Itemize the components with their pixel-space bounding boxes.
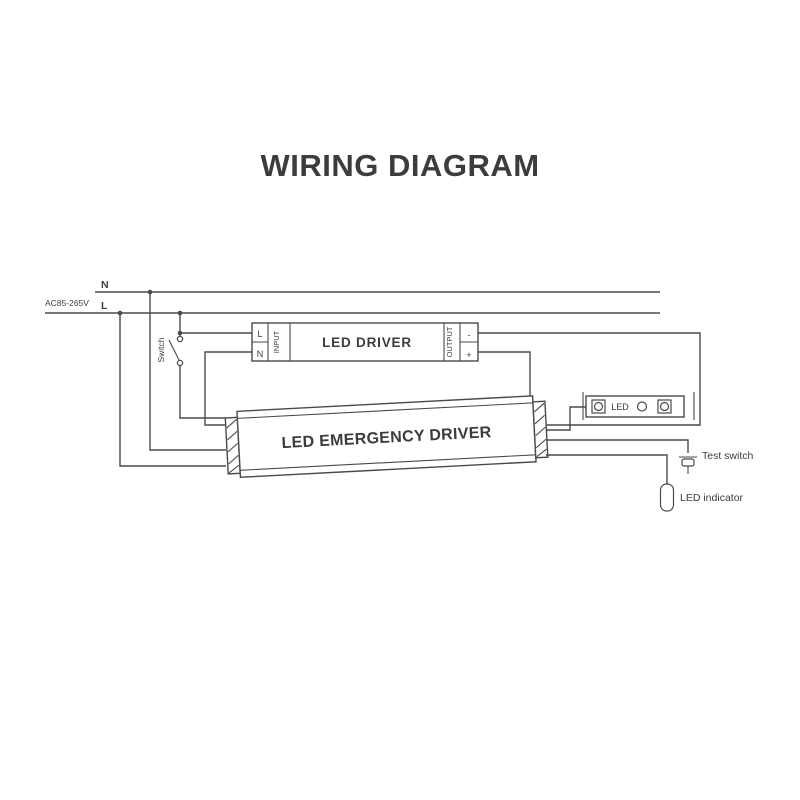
switch-branch-wire [179,313,226,419]
led-lens-icon [659,401,670,412]
output-terminal-neg: - [468,330,471,340]
switch-label: Switch [156,337,166,362]
test-switch-body [681,458,695,467]
right-cap-hatch [534,402,547,458]
live-rail-label: L [101,300,108,312]
input-label: INPUT [272,330,281,353]
input-terminal-l: L [257,329,262,339]
junction-dot [177,330,183,336]
test-switch-symbol [679,456,697,474]
led-driver-label: LED DRIVER [322,335,412,350]
junction-dot [117,310,123,316]
output-label: OUTPUT [445,326,454,357]
switch-symbol [168,335,184,367]
voltage-label: AC85-265V [45,298,89,308]
emergency-feed-wires [119,292,226,467]
led-lens-icon [593,401,604,412]
switch-blade [168,339,180,361]
led-chip-left [591,399,606,414]
junction-dot [177,310,183,316]
junction-dot [147,289,153,295]
page-title: WIRING DIAGRAM [260,148,539,183]
led-indicator-label: LED indicator [680,492,744,504]
input-terminal-n: N [257,349,264,359]
emergency-driver-ridges [237,402,536,471]
switch-contact-top [176,335,184,343]
supply-rails [45,291,660,314]
switch-contact-bottom [176,359,184,367]
left-cap-hatch [226,419,240,474]
led-lens-icon [636,401,648,412]
led-indicator-symbol [659,483,675,512]
led-module: LED [582,392,695,420]
led-driver-dividers [252,323,478,361]
right-side-wires [546,406,689,484]
test-switch-label: Test switch [702,450,754,462]
led-module-brackets [582,392,695,420]
led-driver-box: L N INPUT LED DRIVER OUTPUT - + [251,322,479,362]
led-emergency-driver-box: LED EMERGENCY DRIVER [224,395,549,479]
neutral-rail-label: N [101,279,109,291]
led-chip-right [657,399,672,414]
led-module-label: LED [611,402,629,412]
output-terminal-pos: + [466,350,471,360]
output-plus-wire [478,351,531,403]
led-module-outline [585,395,685,418]
